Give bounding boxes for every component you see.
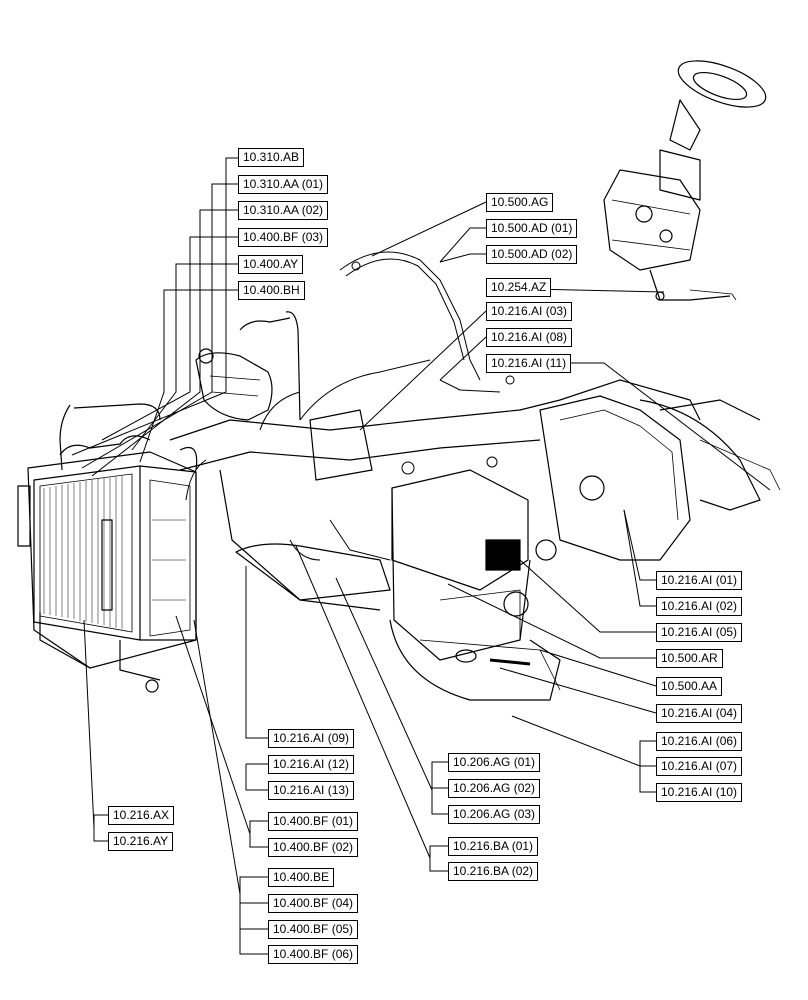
steering-column bbox=[603, 60, 767, 301]
callout-10-206-ag-03[interactable]: 10.206.AG (03) bbox=[448, 805, 541, 824]
callout-10-216-ba-02[interactable]: 10.216.BA (02) bbox=[448, 862, 539, 881]
callout-10-216-ai-02[interactable]: 10.216.AI (02) bbox=[656, 597, 743, 616]
callout-10-500-ar[interactable]: 10.500.AR bbox=[656, 649, 723, 668]
expansion-tank bbox=[195, 311, 301, 421]
callout-10-216-ai-08[interactable]: 10.216.AI (08) bbox=[486, 328, 573, 347]
callout-10-400-bh[interactable]: 10.400.BH bbox=[238, 281, 305, 300]
leader-lines bbox=[71, 157, 771, 955]
engine-block bbox=[389, 469, 561, 701]
callout-10-216-ai-03[interactable]: 10.216.AI (03) bbox=[486, 302, 573, 321]
callout-10-216-ai-07[interactable]: 10.216.AI (07) bbox=[656, 757, 743, 776]
chassis-frame bbox=[169, 379, 781, 611]
radiator-assembly bbox=[17, 403, 198, 693]
callout-10-400-bf-02[interactable]: 10.400.BF (02) bbox=[268, 838, 359, 857]
callout-10-310-aa-02[interactable]: 10.310.AA (02) bbox=[238, 201, 329, 220]
callout-10-216-ai-09[interactable]: 10.216.AI (09) bbox=[268, 729, 355, 748]
callout-10-400-bf-04[interactable]: 10.400.BF (04) bbox=[268, 894, 359, 913]
callout-10-216-ai-05[interactable]: 10.216.AI (05) bbox=[656, 623, 743, 642]
callout-10-500-ad-01[interactable]: 10.500.AD (01) bbox=[486, 219, 578, 238]
callout-10-216-ai-11[interactable]: 10.216.AI (11) bbox=[486, 354, 572, 373]
callout-10-216-ai-13[interactable]: 10.216.AI (13) bbox=[268, 781, 355, 800]
callout-10-254-az[interactable]: 10.254.AZ bbox=[486, 278, 552, 297]
callout-10-216-ba-01[interactable]: 10.216.BA (01) bbox=[448, 837, 539, 856]
callout-10-500-ag[interactable]: 10.500.AG bbox=[486, 193, 554, 212]
callout-10-500-ad-02[interactable]: 10.500.AD (02) bbox=[486, 245, 578, 264]
callout-10-400-bf-06[interactable]: 10.400.BF (06) bbox=[268, 945, 359, 964]
callout-10-500-aa[interactable]: 10.500.AA bbox=[656, 677, 723, 696]
callout-10-216-ai-06[interactable]: 10.216.AI (06) bbox=[656, 732, 743, 751]
callout-10-216-ay[interactable]: 10.216.AY bbox=[108, 832, 174, 851]
callout-10-216-ax[interactable]: 10.216.AX bbox=[108, 806, 175, 825]
callout-10-400-bf-01[interactable]: 10.400.BF (01) bbox=[268, 812, 359, 831]
callout-10-216-ai-04[interactable]: 10.216.AI (04) bbox=[656, 704, 743, 723]
callout-10-206-ag-02[interactable]: 10.206.AG (02) bbox=[448, 779, 541, 798]
hoses-and-harness bbox=[185, 251, 515, 561]
callout-10-206-ag-01[interactable]: 10.206.AG (01) bbox=[448, 753, 541, 772]
callout-10-216-ai-12[interactable]: 10.216.AI (12) bbox=[268, 755, 355, 774]
callout-10-216-ai-01[interactable]: 10.216.AI (01) bbox=[656, 571, 743, 590]
callout-10-216-ai-10[interactable]: 10.216.AI (10) bbox=[656, 783, 743, 802]
callout-10-310-aa-01[interactable]: 10.310.AA (01) bbox=[238, 175, 329, 194]
callout-10-400-bf-05[interactable]: 10.400.BF (05) bbox=[268, 920, 359, 939]
callout-10-310-ab[interactable]: 10.310.AB bbox=[238, 148, 305, 167]
callout-10-400-be[interactable]: 10.400.BE bbox=[268, 868, 335, 887]
callout-10-400-bf-03[interactable]: 10.400.BF (03) bbox=[238, 228, 329, 247]
callout-10-400-ay[interactable]: 10.400.AY bbox=[238, 255, 304, 274]
